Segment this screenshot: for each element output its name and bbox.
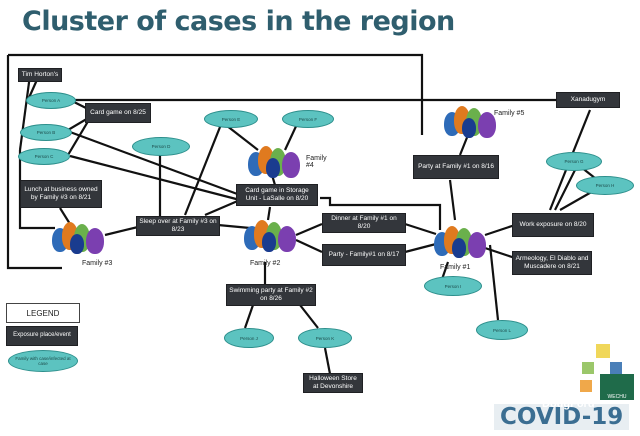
wechu-logo: WECHU [600,374,634,400]
event-card-game-825: Card game on 8/25 [85,103,151,123]
event-dinner-family1: Dinner at Family #1 on 8/20 [322,213,406,233]
person-j: Person J [224,328,274,348]
event-party-family1-817: Party - Family#1 on 8/17 [322,244,406,266]
covid-banner: COVID-19 [494,404,630,430]
watermark: DougFord [542,398,595,410]
event-sleep-over: Sleep over at Family #3 on 8/23 [136,216,220,236]
person-e: Person E [204,110,258,128]
legend-title: LEGEND [6,303,80,323]
family-2-label: Family #2 [250,260,281,267]
deco-square-yellow [596,344,610,358]
person-a: Person A [26,92,76,109]
person-g: Person G [546,152,602,171]
event-swimming-party: Swimming party at Family #2 on 8/26 [226,284,316,306]
family-1-icon [434,222,488,258]
person-f: Person F [282,110,334,128]
event-party-family1-816: Party at Family #1 on 8/16 [413,155,499,179]
event-xanadugym: Xanadugym [556,92,620,108]
deco-square-green [582,362,594,374]
family-4-icon [248,142,302,178]
family-3-icon [52,218,106,254]
legend-family-ellipse: Family with case/infected at case [8,350,78,372]
person-c: Person C [18,148,70,165]
family-2-icon [244,216,298,252]
event-lunch-business: Lunch at business owned by Family #3 on … [20,180,102,208]
person-l: Person L [476,320,528,340]
person-i: Person I [424,276,482,296]
family-3-label: Family #3 [82,260,113,267]
deco-square-orange [580,380,592,392]
deco-square-blue [610,362,622,374]
person-b: Person B [20,124,72,141]
event-halloween-store: Halloween Store at Devonshire [303,373,363,393]
page-title: Cluster of cases in the region [22,6,455,37]
person-k: Person K [298,328,352,348]
event-card-game-storage: Card game in Storage Unit - LaSalle on 8… [236,184,318,206]
event-armeology: Armeology, El Diablo and Muscadere on 8/… [512,251,592,275]
legend-exposure: Exposure place/event [6,326,78,346]
family-4-label: Family #4 [306,155,327,169]
person-h: Person H [576,176,634,195]
event-tim-hortons: Tim Horton's [18,68,62,82]
family-1-label: Family #1 [440,264,471,271]
family-5-icon [444,102,498,138]
person-d: Person D [132,137,190,156]
family-5-label: Family #5 [494,110,525,117]
event-work-exposure: Work exposure on 8/20 [512,213,594,237]
